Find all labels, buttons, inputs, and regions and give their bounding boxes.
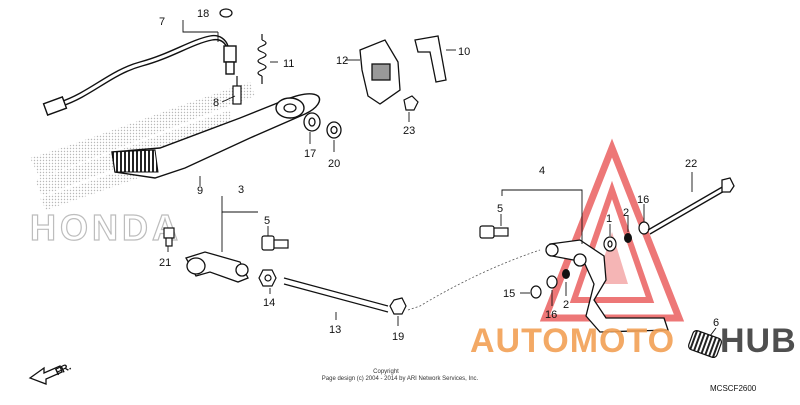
nut-19 [389,297,407,315]
callout-23: 23 [403,125,415,137]
watermark-automoto: AUTOMOTO [470,322,675,360]
callout-14: 14 [263,297,275,309]
callout-5-right: 5 [497,203,503,215]
automotohub-logo-mark [539,138,685,322]
nut-14 [258,269,277,287]
callout-12: 12 [336,55,348,67]
bracket-part [414,35,447,83]
shift-arm [185,251,249,283]
front-label: FR. [54,361,73,378]
callout-17: 17 [304,148,316,160]
washer-2 [624,233,632,243]
callout-16-lower: 16 [545,309,557,321]
shift-peg-rubber [688,329,722,359]
bolt-23 [403,95,419,111]
callout-19: 19 [392,331,404,343]
callout-10: 10 [458,46,470,58]
leader-lines [167,20,717,337]
brake-switch [232,76,242,105]
brake-pedal [111,93,321,179]
callout-9: 9 [197,185,203,197]
seal-16 [638,221,650,235]
callout-6: 6 [713,317,719,329]
callout-3: 3 [238,184,244,196]
link-rod [283,277,389,313]
copyright-line-1: Copyright [373,369,399,375]
callout-22: 22 [685,158,697,170]
assembly-guide-line [407,249,541,311]
pivot-bolt-5 [261,235,289,251]
callout-4: 4 [539,165,545,177]
long-bolt-22 [647,177,735,235]
callout-5-left: 5 [264,215,270,227]
bolt-21 [163,227,175,247]
nut-15 [530,285,542,299]
seal-part [326,121,342,139]
watermark-hub: HUB [720,322,797,360]
diagram-code: MCSCF2600 [710,384,757,393]
callout-7: 7 [159,16,165,28]
callout-2-lower: 2 [563,299,569,311]
callout-18: 18 [197,8,209,20]
callout-11: 11 [283,58,294,70]
clip-part [219,8,233,18]
callout-1: 1 [606,213,612,225]
seal-16-lower [546,275,558,289]
callout-2-upper: 2 [623,207,629,219]
return-spring [257,34,267,84]
shift-lever [545,239,669,333]
washer-part [303,112,321,132]
pivot-bolt-right [479,225,509,239]
callout-8: 8 [213,97,219,109]
pedal-cover [359,39,401,105]
callout-20: 20 [328,158,340,170]
bushing-1 [603,236,617,252]
copyright-line-2: Page design (c) 2004 - 2014 by ARI Netwo… [322,376,479,382]
callout-21: 21 [159,257,171,269]
callout-16-upper: 16 [637,194,649,206]
honda-brand-text: HONDA [30,207,182,248]
front-arrow-icon [28,365,63,385]
brake-switch-harness [42,34,237,116]
callout-15: 15 [503,288,515,300]
callout-13: 13 [329,324,341,336]
washer-2-lower [562,269,570,279]
